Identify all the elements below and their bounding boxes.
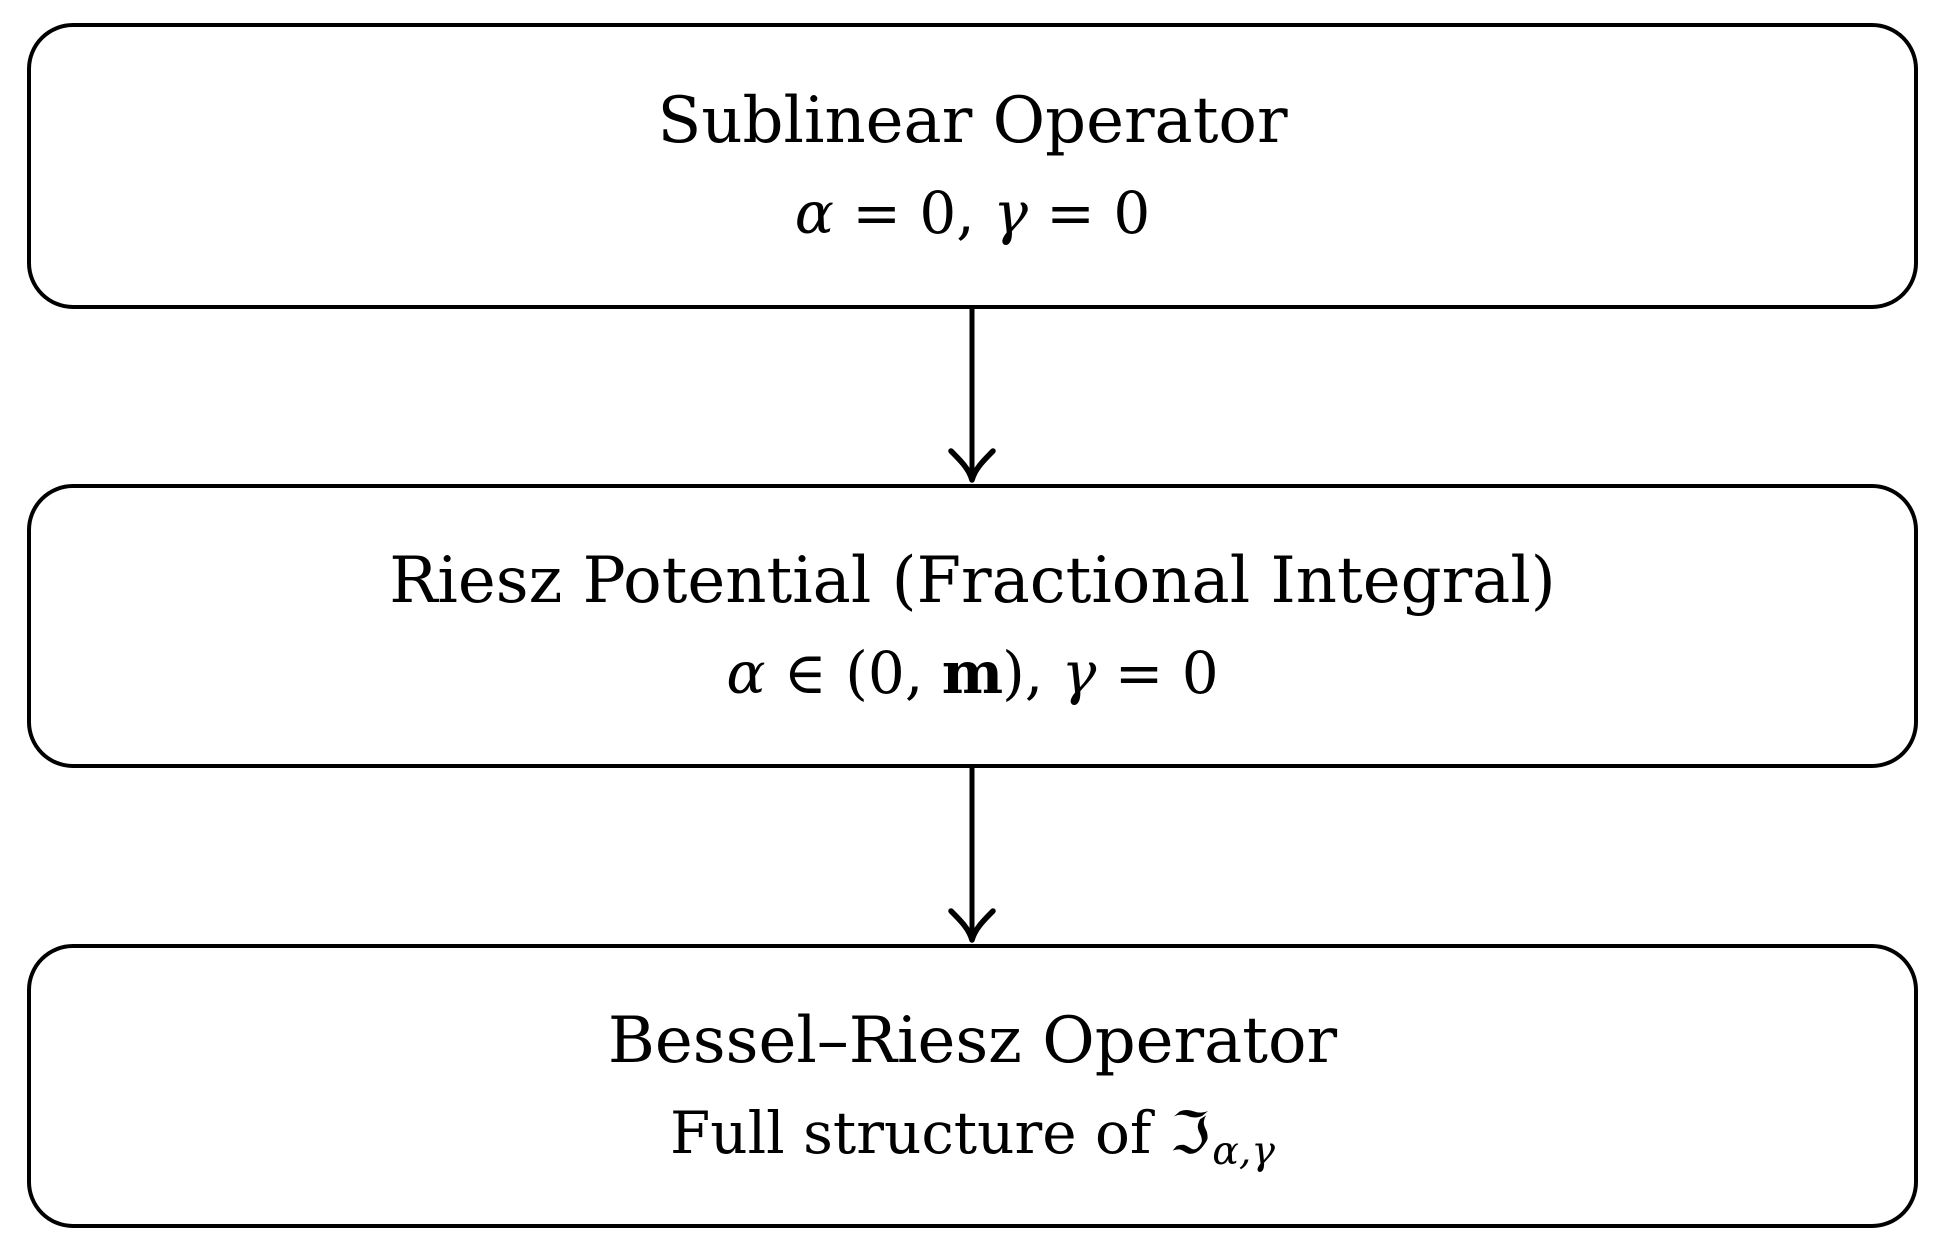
node-riesz-potential: Riesz Potential (Fractional Integral) α …: [27, 484, 1918, 768]
fraktur-m-symbol: m: [941, 639, 1003, 708]
alpha-symbol: α: [726, 639, 766, 708]
node-title: Bessel–Riesz Operator: [607, 1003, 1338, 1078]
node-bessel-riesz-operator: Bessel–Riesz Operator Full structure of …: [27, 944, 1918, 1228]
arrow-down-icon: [948, 307, 996, 483]
node-title: Sublinear Operator: [657, 83, 1288, 158]
fraktur-I-symbol: ℑ: [1169, 1099, 1211, 1168]
alpha-gamma-subscript: α,γ: [1212, 1128, 1275, 1175]
gamma-symbol: γ: [1061, 639, 1097, 708]
gamma-symbol: γ: [993, 179, 1028, 248]
arrow-down-icon: [948, 767, 996, 943]
node-sublinear-operator: Sublinear Operator α = 0, γ = 0: [27, 23, 1918, 309]
node-condition: α ∈ (0, m), γ = 0: [726, 639, 1219, 708]
node-title: Riesz Potential (Fractional Integral): [389, 543, 1556, 618]
node-condition: Full structure of ℑα,γ: [670, 1099, 1275, 1175]
alpha-symbol: α: [794, 179, 834, 248]
node-condition: α = 0, γ = 0: [794, 179, 1151, 248]
